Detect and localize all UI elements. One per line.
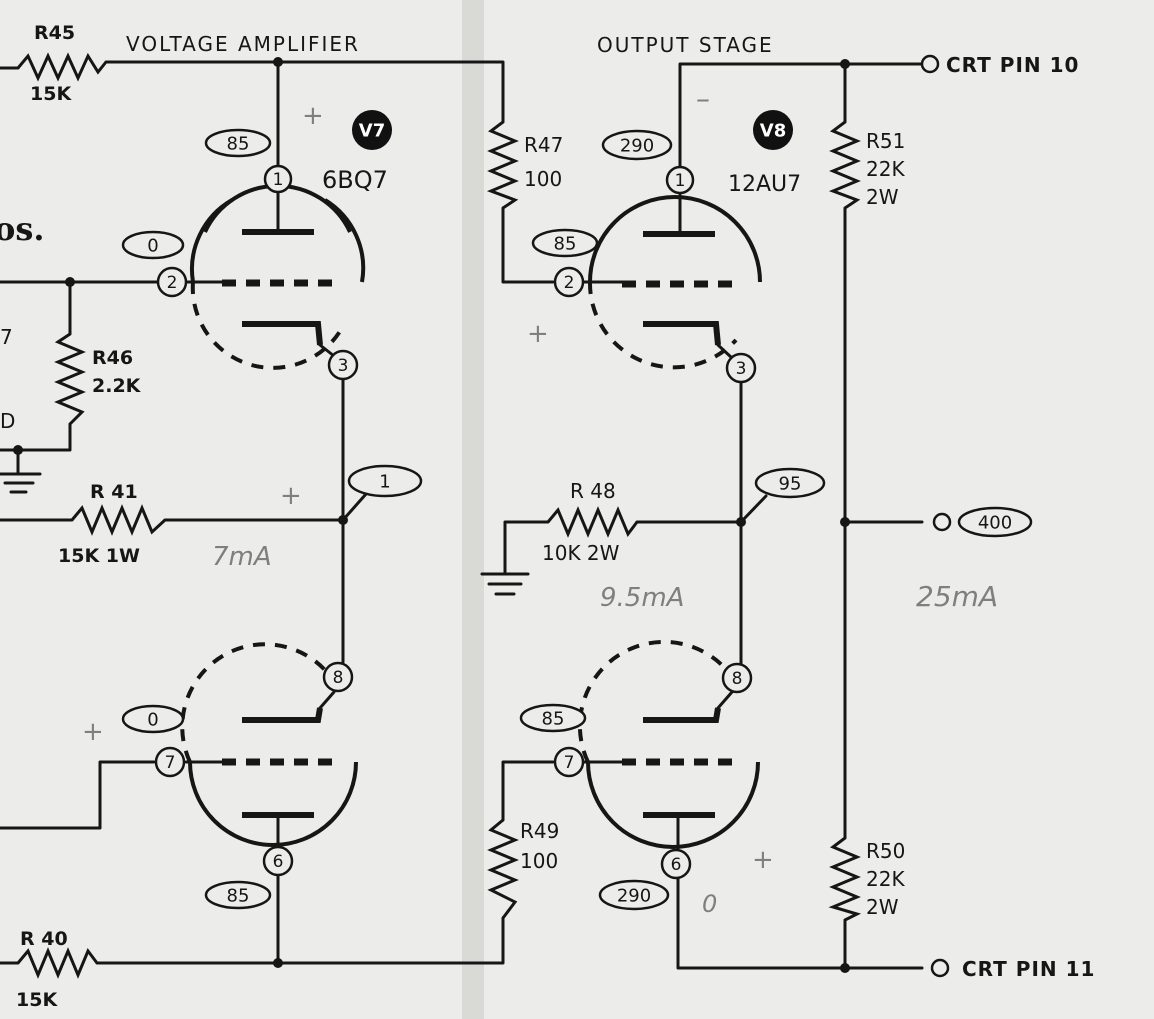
r50-value: 22K [866, 867, 905, 891]
pin-v7-top-plate: 1 [273, 170, 284, 190]
r49-zigzag [487, 818, 519, 919]
r47-name: R47 [524, 133, 563, 157]
paper-fold [462, 0, 484, 1019]
voltage-v7-grid-bot: 0 [147, 710, 158, 731]
r48-name: R 48 [570, 479, 616, 503]
r45-name: R45 [34, 22, 75, 44]
r40-zigzag [16, 947, 99, 979]
r41-value: 15K 1W [58, 545, 140, 567]
pin-v8-top-plate: 1 [675, 171, 686, 191]
v7-badge-icon [352, 110, 392, 150]
r48-value: 10K 2W [542, 541, 620, 565]
hand-plus-2: + [280, 481, 302, 511]
voltage-v7-plate-bot: 85 [227, 886, 250, 907]
r50-name: R50 [866, 839, 905, 863]
r46-zigzag [54, 332, 86, 426]
pin-v7-bot-grid: 7 [165, 753, 176, 773]
hand-zero-1: 0 [702, 890, 717, 918]
hand-minus-1: – [696, 82, 710, 115]
pin-v8-top-grid: 2 [564, 273, 575, 293]
pin-v8-bot-plate: 6 [671, 855, 682, 875]
v7-badge: V7 [359, 121, 385, 142]
voltage-v7-plate-top: 85 [227, 134, 250, 155]
v8-top-triode [587, 195, 762, 370]
voltage-node-95: 95 [779, 474, 802, 495]
r49-value: 100 [520, 849, 558, 873]
hand-plus-5: + [752, 845, 774, 875]
r48-zigzag [546, 506, 639, 538]
crt-pin-11-label: CRT PIN 11 [962, 957, 1095, 981]
v8-bottom-triode [577, 639, 760, 849]
r50-rating: 2W [866, 895, 899, 919]
voltage-node-400: 400 [978, 513, 1012, 534]
r40-name: R 40 [20, 928, 68, 950]
pin-v7-bot-plate: 6 [273, 852, 284, 872]
voltage-v8-plate-bot: 290 [617, 886, 651, 907]
v7-bottom-triode [180, 642, 358, 847]
voltage-v8-grid-bot: 85 [542, 709, 565, 730]
r50-zigzag [828, 836, 862, 922]
voltage-ovals [121, 128, 1033, 911]
pin-v7-top-grid: 2 [167, 273, 178, 293]
hand-plus-3: + [82, 717, 104, 747]
pin-v7-bot-cathode: 8 [333, 668, 344, 688]
left-edge-7: 7 [0, 325, 13, 349]
v8-type: 12AU7 [728, 172, 801, 197]
voltage-v7-grid-top: 0 [147, 236, 158, 257]
r49-name: R49 [520, 819, 559, 843]
r51-name: R51 [866, 129, 905, 153]
v8-badge-icon [753, 110, 793, 150]
terminal-crt-pin-10 [920, 54, 940, 74]
v7-type: 6BQ7 [322, 166, 388, 194]
r51-value: 22K [866, 157, 905, 181]
r45-zigzag [16, 52, 108, 82]
heading-voltage-amplifier: VOLTAGE AMPLIFIER [126, 32, 360, 56]
r41-zigzag [70, 504, 167, 536]
r40-value: 15K [16, 989, 58, 1011]
r46-name: R46 [92, 347, 133, 369]
terminal-400 [932, 512, 952, 532]
crt-pin-10-label: CRT PIN 10 [946, 53, 1079, 77]
hand-note-9-5ma: 9.5mA [600, 583, 684, 613]
voltage-v8-plate-top: 290 [620, 136, 654, 157]
hand-note-25ma: 25mA [916, 580, 998, 613]
r51-rating: 2W [866, 185, 899, 209]
pin-v8-bot-grid: 7 [564, 753, 575, 773]
terminal-crt-pin-11 [930, 958, 950, 978]
pin-circles [154, 164, 757, 880]
left-edge-d: D [0, 409, 15, 433]
heading-output-stage: OUTPUT STAGE [597, 33, 774, 57]
pin-v8-bot-cathode: 8 [732, 669, 743, 689]
r47-value: 100 [524, 167, 562, 191]
r41-name: R 41 [90, 481, 138, 503]
hand-note-7ma: 7mA [212, 542, 272, 572]
resistors [16, 52, 862, 979]
v8-badge: V8 [760, 121, 786, 142]
r47-zigzag [486, 120, 519, 210]
r45-value: 15K [30, 83, 72, 105]
pin-v7-top-cathode: 3 [338, 356, 349, 376]
left-edge-os: os. [0, 210, 45, 248]
pin-v8-top-cathode: 3 [736, 359, 747, 379]
voltage-node-1: 1 [379, 472, 390, 493]
r51-zigzag [828, 120, 861, 210]
hand-plus-4: + [527, 319, 549, 349]
r46-value: 2.2K [92, 375, 142, 397]
junction-dots [13, 57, 850, 973]
voltage-v8-grid-top: 85 [554, 234, 577, 255]
hand-plus-1: + [302, 101, 324, 131]
